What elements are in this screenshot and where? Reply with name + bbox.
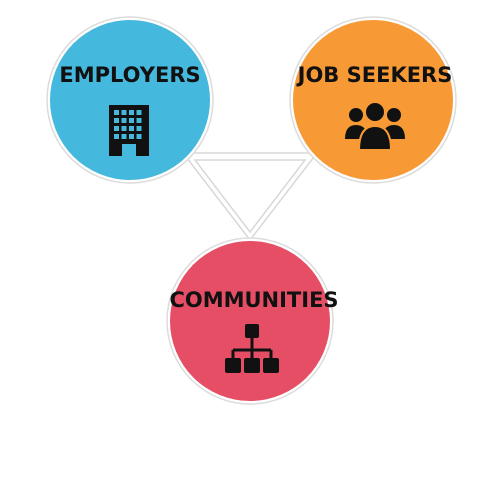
communities-circle: [170, 241, 330, 401]
job-seekers-label: JOB SEEKERS: [296, 63, 453, 87]
people-group-icon: [345, 101, 405, 151]
job-seekers-circle: [293, 20, 453, 180]
communities-label: COMMUNITIES: [169, 288, 338, 312]
node-employers: EMPLOYERS: [46, 16, 214, 184]
office-building-icon: [109, 105, 149, 156]
employers-label: EMPLOYERS: [59, 63, 200, 87]
employers-circle: [50, 20, 210, 180]
hierarchy-network-icon: [225, 324, 279, 373]
node-communities: COMMUNITIES: [166, 237, 339, 405]
node-job-seekers: JOB SEEKERS: [289, 16, 457, 184]
connector-lines: [181, 152, 319, 242]
